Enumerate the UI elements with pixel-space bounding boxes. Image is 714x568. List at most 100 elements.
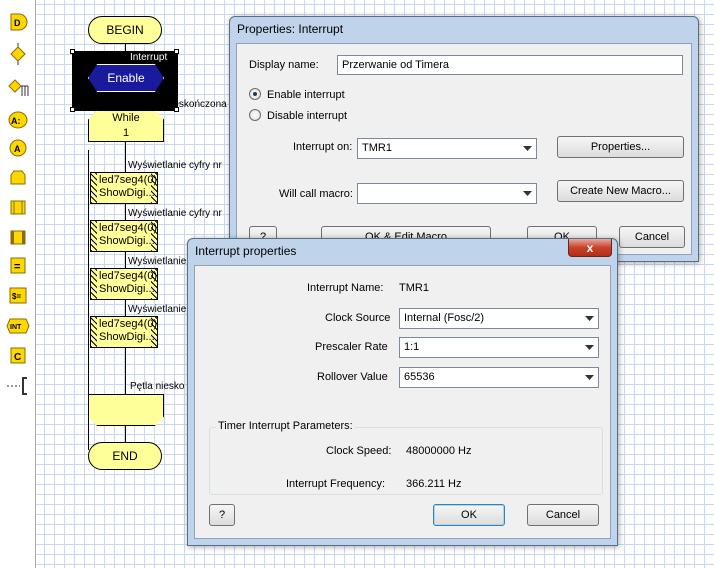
display-name-label: Display name: xyxy=(249,59,319,71)
prescaler-rate-label: Prescaler Rate xyxy=(315,341,388,353)
interrupt-on-label: Interrupt on: xyxy=(293,141,353,153)
enable-interrupt-block[interactable]: Enable xyxy=(88,64,164,92)
display-name-field[interactable]: Przerwanie od Timera xyxy=(337,55,683,75)
dialog-title: Interrupt properties xyxy=(195,244,297,258)
comment-icon[interactable] xyxy=(4,374,32,398)
loop-end-block[interactable] xyxy=(88,394,164,426)
interrupt-frequency-label: Interrupt Frequency: xyxy=(286,478,386,490)
interrupt-icon[interactable]: INT xyxy=(4,314,32,338)
calculation-icon[interactable]: = xyxy=(4,254,32,278)
timer-parameters-group: Timer Interrupt Parameters: Clock Speed:… xyxy=(209,420,603,495)
dialog-title: Properties: Interrupt xyxy=(237,22,344,36)
help-button[interactable]: ? xyxy=(209,504,235,526)
while-label: While xyxy=(112,112,140,124)
clock-speed-value: 48000000 Hz xyxy=(406,445,472,457)
chevron-down-icon[interactable] xyxy=(581,339,597,356)
disable-interrupt-radio[interactable] xyxy=(249,109,261,121)
will-call-macro-select[interactable] xyxy=(357,183,537,204)
enable-label: Enable xyxy=(107,71,145,85)
decision-icon[interactable] xyxy=(4,42,32,66)
macro-line-1: led7seg4(0) xyxy=(99,222,158,234)
enable-interrupt-label[interactable]: Enable interrupt xyxy=(267,89,345,101)
macro-line-2: ShowDigi... xyxy=(99,283,155,295)
macro-line-1: led7seg4(0) xyxy=(99,174,158,186)
loop-icon[interactable] xyxy=(4,166,32,190)
display-label-4: Wyświetlanie xyxy=(128,304,187,315)
output-icon[interactable]: A xyxy=(4,136,32,160)
macro-block-3[interactable]: led7seg4(0)ShowDigi... xyxy=(90,268,158,300)
macro-text-2: led7seg4(0)ShowDigi... xyxy=(99,222,157,248)
rollover-value-select[interactable]: 65536 xyxy=(399,367,599,388)
icon-toolbar: D A: A = $= INT C xyxy=(0,0,36,568)
interrupt-name-value: TMR1 xyxy=(399,282,429,294)
display-label-1: Wyświetlanie cyfry nr xyxy=(128,160,222,171)
chevron-down-icon[interactable] xyxy=(519,185,535,202)
interrupt-on-select[interactable]: TMR1 xyxy=(357,138,537,159)
begin-terminal[interactable]: BEGIN xyxy=(88,16,162,44)
c-code-icon[interactable]: C xyxy=(4,344,32,368)
enable-interrupt-radio[interactable] xyxy=(249,88,261,100)
selection-handle[interactable] xyxy=(174,49,179,54)
macro-block-2[interactable]: led7seg4(0)ShowDigi... xyxy=(90,220,158,252)
prescaler-rate-value: 1:1 xyxy=(404,341,420,353)
macro-text-4: led7seg4(0)ShowDigi... xyxy=(99,318,157,344)
loop-label: Pętla nieskończona xyxy=(140,99,227,110)
interrupt-name-label: Interrupt Name: xyxy=(307,282,384,294)
while-text: While xyxy=(88,112,164,125)
macro-line-2: ShowDigi... xyxy=(99,235,155,247)
while-loop-block[interactable] xyxy=(88,110,164,142)
string-calculation-icon[interactable]: $= xyxy=(4,284,32,308)
display-label-3: Wyświetlanie xyxy=(128,256,187,267)
chevron-down-icon[interactable] xyxy=(581,369,597,386)
output-icon-label: A xyxy=(14,144,21,154)
switch-icon[interactable] xyxy=(4,76,32,100)
hatch-left xyxy=(91,269,97,299)
selection-handle[interactable] xyxy=(174,107,179,112)
ok-button[interactable]: OK xyxy=(433,504,505,526)
while-value-label: 1 xyxy=(122,127,130,139)
interrupt-frequency-value: 366.211 Hz xyxy=(406,478,462,490)
hatch-left xyxy=(91,317,97,347)
interrupt-label: Interrupt xyxy=(130,52,168,63)
selection-handle[interactable] xyxy=(70,107,75,112)
begin-label: BEGIN xyxy=(106,23,144,37)
macro-icon[interactable] xyxy=(4,196,32,220)
chevron-down-icon[interactable] xyxy=(519,140,535,157)
hatch-left xyxy=(91,173,97,203)
interrupt-icon-label: INT xyxy=(10,324,22,331)
loop-end-label: Pętla niesko xyxy=(130,381,185,392)
string-calc-icon-label: $= xyxy=(12,292,21,301)
delay-icon[interactable]: D xyxy=(4,10,32,34)
hatch-right xyxy=(151,221,157,251)
hatch-left xyxy=(91,221,97,251)
c-code-icon-label: C xyxy=(14,352,21,363)
cancel-button[interactable]: Cancel xyxy=(527,504,599,526)
macro-text-3: led7seg4(0)ShowDigi... xyxy=(99,270,157,296)
component-macro-icon[interactable] xyxy=(4,226,32,250)
create-new-macro-button[interactable]: Create New Macro... xyxy=(557,180,684,202)
clock-speed-label: Clock Speed: xyxy=(326,445,392,457)
display-label-2: Wyświetlanie cyfry nr xyxy=(128,208,222,219)
cancel-button[interactable]: Cancel xyxy=(619,226,685,248)
end-label: END xyxy=(112,449,138,463)
disable-interrupt-label[interactable]: Disable interrupt xyxy=(267,110,348,122)
dialog-client: Display name: Przerwanie od Timera Enabl… xyxy=(236,43,692,255)
macro-block-1[interactable]: led7seg4(0)ShowDigi... xyxy=(90,172,158,204)
macro-line-2: ShowDigi... xyxy=(99,187,155,199)
clock-source-select[interactable]: Internal (Fosc/2) xyxy=(399,308,599,329)
selection-handle[interactable] xyxy=(70,49,75,54)
group-title: Timer Interrupt Parameters: xyxy=(216,420,355,432)
input-icon[interactable]: A: xyxy=(4,108,32,132)
calculation-icon-label: = xyxy=(14,261,20,273)
properties-button[interactable]: Properties... xyxy=(557,136,684,158)
interrupt-on-value: TMR1 xyxy=(362,142,392,154)
input-icon-label: A: xyxy=(11,116,21,126)
properties-interrupt-dialog: Properties: Interrupt Display name: Prze… xyxy=(229,16,699,262)
close-button[interactable]: x xyxy=(568,239,612,257)
end-terminal[interactable]: END xyxy=(88,442,162,470)
chevron-down-icon[interactable] xyxy=(581,310,597,327)
loop-side-line xyxy=(88,150,89,450)
will-call-macro-label: Will call macro: xyxy=(279,188,353,200)
macro-block-4[interactable]: led7seg4(0)ShowDigi... xyxy=(90,316,158,348)
prescaler-rate-select[interactable]: 1:1 xyxy=(399,337,599,358)
